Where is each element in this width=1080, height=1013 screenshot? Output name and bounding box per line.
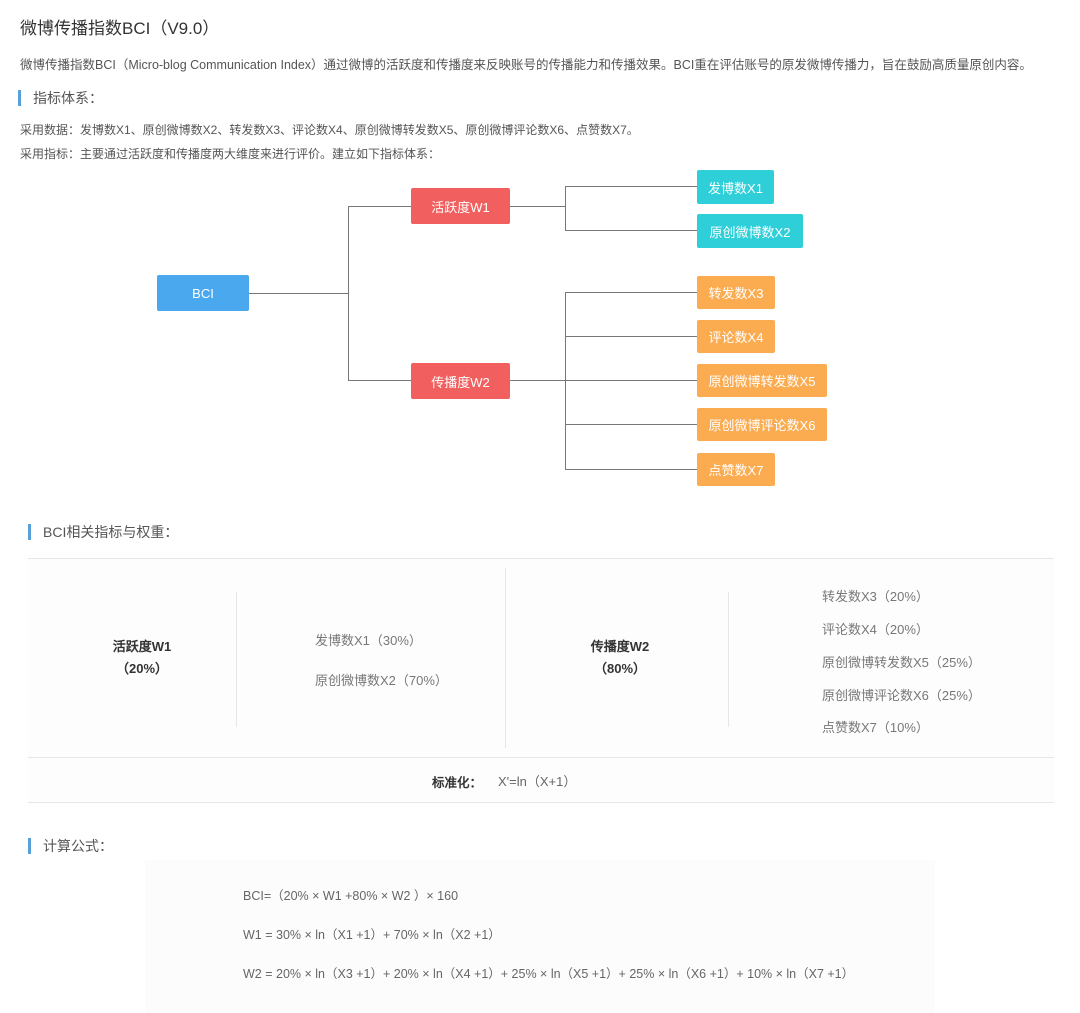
x7-node: 点赞数X7 [697,453,775,486]
w1-weight-cell: 活跃度W1 （20%） [90,636,194,680]
section-indicators-heading: 指标体系： [18,90,103,106]
formula-w1: W1 = 30% × ln（X1 +1）+ 70% × ln（X2 +1） [243,928,501,942]
data-used-line: 采用数据：发博数X1、原创微博数X2、转发数X3、评论数X4、原创微博转发数X5… [20,123,639,137]
x1-node: 发博数X1 [697,170,774,204]
w2-item-x3: 转发数X3（20%） [822,589,929,604]
w1-weight-name: 活跃度W1 [112,639,172,654]
w2-node: 传播度W2 [411,363,510,399]
weights-table [28,558,1054,803]
x2-node: 原创微博数X2 [697,214,803,248]
formula-panel [145,860,935,1013]
normalization-label: 标准化： [432,776,483,790]
w2-item-x6: 原创微博评论数X6（25%） [822,688,981,703]
w2-item-x5: 原创微博转发数X5（25%） [822,655,981,670]
w1-node: 活跃度W1 [411,188,510,224]
section-formula-heading: 计算公式： [28,838,113,854]
w2-item-x4: 评论数X4（20%） [822,622,929,637]
bci-node: BCI [157,275,249,311]
formula-w2: W2 = 20% × ln（X3 +1）+ 20% × ln（X4 +1）+ 2… [243,967,855,981]
w1-weight-pct: （20%） [115,661,169,676]
formula-bci: BCI=（20% × W1 +80% × W2 ）× 160 [243,889,459,903]
section-weights-heading: BCI相关指标与权重： [28,524,178,540]
normalization-formula: X'=ln（X+1） [498,774,577,789]
w2-weight-cell: 传播度W2 （80%） [568,636,672,680]
x6-node: 原创微博评论数X6 [697,408,827,441]
x3-node: 转发数X3 [697,276,775,309]
w2-weight-name: 传播度W2 [590,639,650,654]
w1-item-x1: 发博数X1（30%） [315,633,422,648]
w1-item-x2: 原创微博数X2（70%） [315,673,448,688]
w2-item-x7: 点赞数X7（10%） [822,720,929,735]
x5-node: 原创微博转发数X5 [697,364,827,397]
w2-weight-pct: （80%） [593,661,647,676]
indicators-used-line: 采用指标：主要通过活跃度和传播度两大维度来进行评价。建立如下指标体系： [20,147,441,161]
page-title: 微博传播指数BCI（V9.0） [20,19,220,38]
intro-paragraph: 微博传播指数BCI（Micro-blog Communication Index… [20,58,1032,72]
x4-node: 评论数X4 [697,320,775,353]
